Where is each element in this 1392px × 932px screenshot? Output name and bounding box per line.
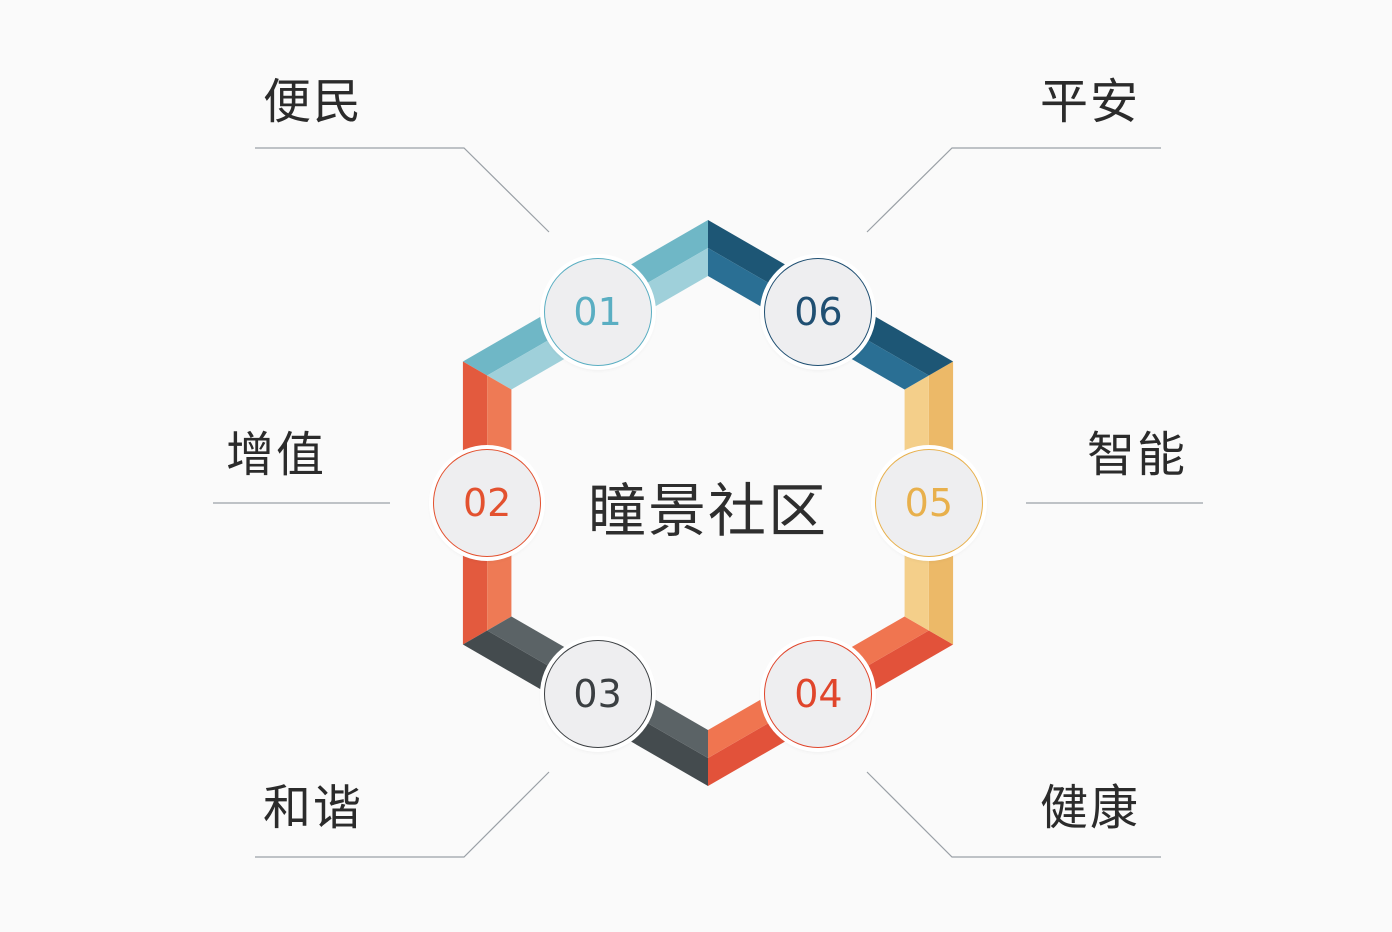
number-circle-01: 01 <box>543 257 652 366</box>
label-jiankang: 健康 <box>1040 780 1141 836</box>
center-title: 瞳景社区 <box>587 477 829 545</box>
label-hexie: 和谐 <box>263 780 364 836</box>
label-bianmin: 便民 <box>263 74 364 130</box>
connector-line-04 <box>866 771 1161 858</box>
label-zengzhi: 增值 <box>226 427 327 483</box>
number-circle-06: 06 <box>764 257 873 366</box>
number-circle-03: 03 <box>543 640 652 749</box>
label-pingan: 平安 <box>1040 74 1141 130</box>
connector-line-01 <box>255 147 550 233</box>
number-circle-05: 05 <box>874 449 983 557</box>
label-zhineng: 智能 <box>1087 427 1188 483</box>
connector-line-03 <box>255 771 550 858</box>
connector-line-06 <box>866 147 1161 233</box>
number-circle-04: 04 <box>764 640 873 749</box>
number-circle-02: 02 <box>433 449 542 557</box>
